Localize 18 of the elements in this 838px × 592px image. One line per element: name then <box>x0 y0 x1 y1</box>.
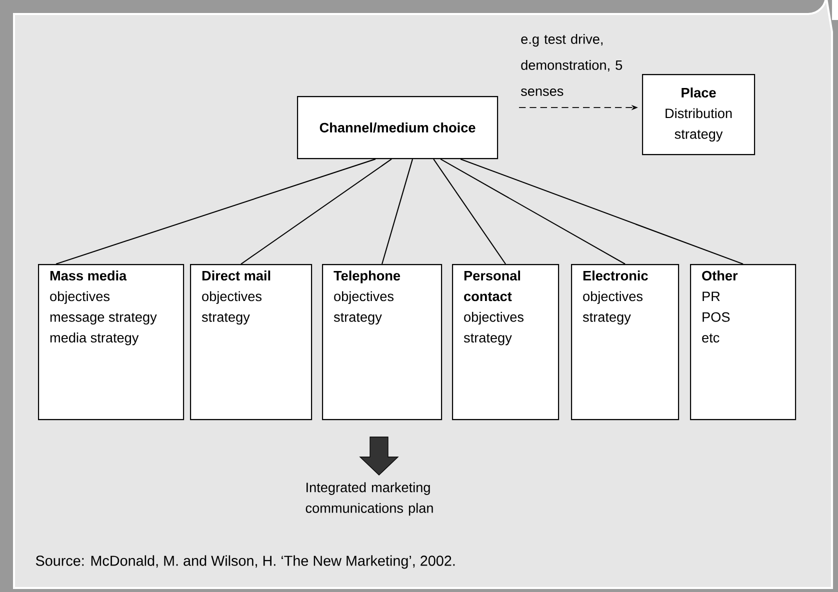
connector-line <box>240 158 392 264</box>
connector-line <box>382 158 414 264</box>
process-box: Electronic objectives strategy <box>571 264 680 420</box>
source-caption: Source: McDonald, M. and Wilson, H. ‘The New Marketing’, 2002. <box>36 555 455 569</box>
process-box: Telephone objectives strategy <box>322 264 442 420</box>
process-box: Other PR POS etc <box>690 264 796 420</box>
connector-line <box>440 158 626 264</box>
process-box: Personal contact objectives strategy <box>452 264 560 420</box>
process-box: Channel/medium choice <box>297 96 498 160</box>
process-box: Place Distribution strategy <box>642 74 756 156</box>
connector-line <box>460 158 744 264</box>
result-text: Integrated marketing communications plan <box>306 482 433 516</box>
connector-line <box>433 158 506 264</box>
process-box: Mass media objectives message strategy media strategy <box>38 264 184 420</box>
connector-line <box>56 158 376 265</box>
process-box: Direct mail objectives strategy <box>190 264 312 420</box>
edge-label: e.g test drive, demonstration, 5 senses <box>520 34 622 96</box>
block-arrow <box>359 436 399 476</box>
